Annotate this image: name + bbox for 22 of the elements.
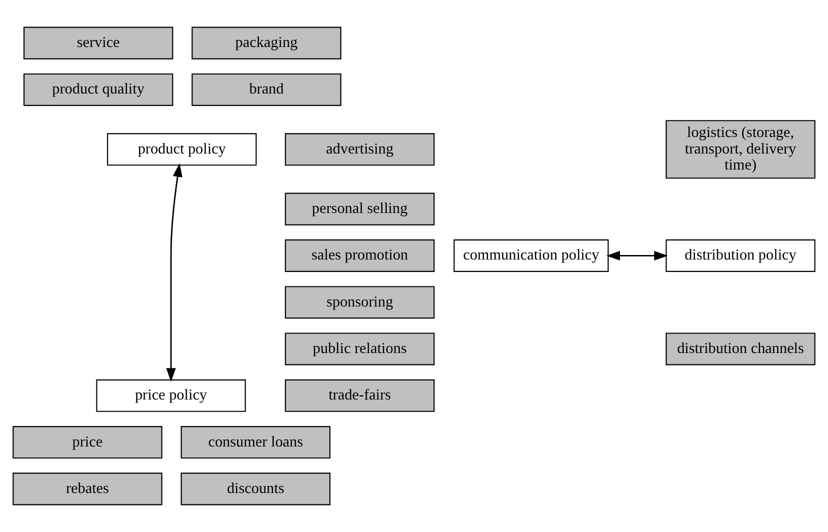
node-box: sponsoring bbox=[284, 286, 435, 319]
node-box: packaging bbox=[192, 26, 342, 60]
node-box: personal selling bbox=[284, 192, 435, 226]
node-box: product policy bbox=[107, 133, 257, 166]
node-box: product quality bbox=[23, 73, 174, 106]
node-box: consumer loans bbox=[180, 426, 330, 459]
node-box: distribution policy bbox=[666, 239, 816, 272]
node-box: brand bbox=[192, 73, 342, 106]
node-box: advertising bbox=[284, 133, 435, 166]
node-box: distribution channels bbox=[666, 332, 816, 366]
node-box: public relations bbox=[284, 332, 435, 366]
node-box: logistics (storage, transport, delivery time) bbox=[666, 120, 816, 179]
node-box: price policy bbox=[96, 379, 246, 412]
node-box: rebates bbox=[12, 472, 162, 506]
node-box: discounts bbox=[180, 472, 330, 506]
arrow bbox=[606, 250, 668, 260]
node-box: sales promotion bbox=[284, 239, 435, 272]
arrow bbox=[166, 163, 182, 382]
node-box: service bbox=[23, 26, 174, 60]
node-box: communication policy bbox=[454, 239, 609, 272]
node-box: trade-fairs bbox=[284, 379, 435, 412]
node-box: price bbox=[12, 426, 162, 459]
